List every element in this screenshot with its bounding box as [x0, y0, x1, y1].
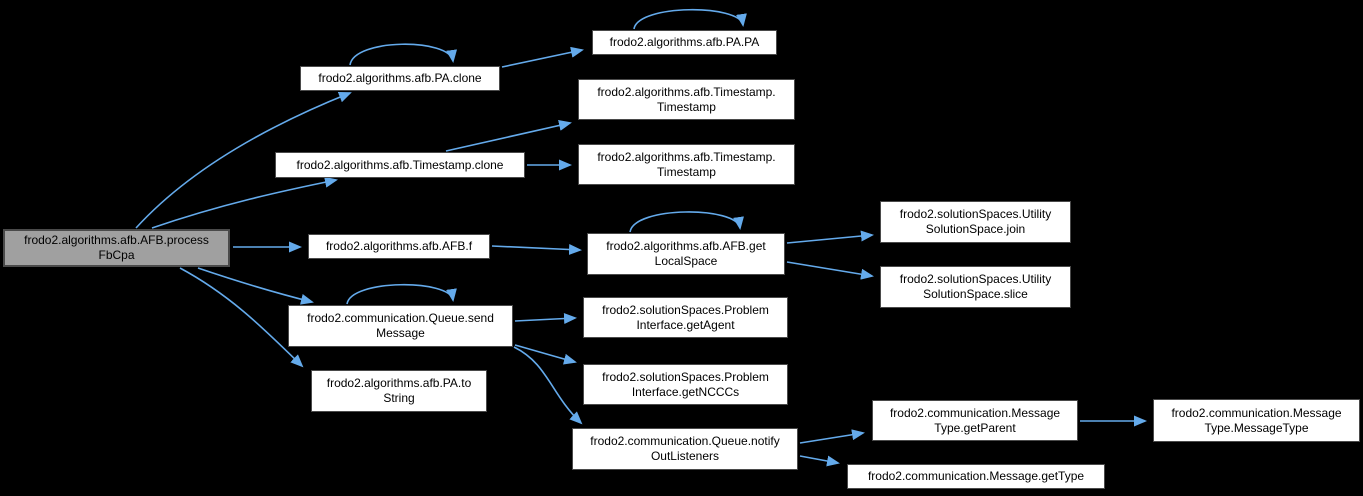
edge-getLocalSpace->join [786, 230, 874, 244]
node-label-line: frodo2.algorithms.afb.AFB.get [606, 239, 766, 253]
edge-processFbCpa->toString [179, 267, 304, 368]
node-label-line: frodo2.communication.Queue.send [307, 311, 494, 325]
node-label-line: frodo2.solutionSpaces.Utility [899, 272, 1052, 286]
node-label-line: OutListeners [650, 449, 720, 463]
node-label-line: Interface.getNCCCs [631, 384, 740, 399]
edge-notifyOutListeners->getParent [799, 429, 865, 444]
node-Timestamp2[interactable]: frodo2.algorithms.afb.Timestamp.Timestam… [578, 144, 795, 185]
node-label-line: Timestamp [657, 164, 716, 179]
edge-sendMessage->getNCCCs [514, 344, 577, 365]
node-label-line: frodo2.communication.Message.getType [867, 469, 1085, 483]
self-loop-PAclone [349, 43, 457, 66]
node-label-line: frodo2.algorithms.afb.AFB.process [24, 233, 209, 247]
edge-processFbCpa->TimestampClone [151, 176, 338, 229]
edge-notifyOutListeners->getType [799, 455, 840, 467]
node-label-line: SolutionSpace.slice [923, 287, 1028, 301]
node-label-line: frodo2.algorithms.afb.PA.PA [609, 35, 760, 49]
node-label-line: frodo2.solutionSpaces.Utility [899, 207, 1052, 221]
node-TimestampClone[interactable]: frodo2.algorithms.afb.Timestamp.clone [275, 152, 525, 178]
node-label-line: frodo2.algorithms.afb.PA.to [326, 376, 472, 390]
node-label-line: SolutionSpace.join [925, 222, 1026, 236]
node-PAclone[interactable]: frodo2.algorithms.afb.PA.clone [300, 66, 500, 91]
node-label-line: Timestamp [657, 99, 716, 114]
node-label-line: Type.getParent [934, 420, 1016, 435]
edge-processFbCpa->sendMessage [197, 267, 314, 305]
node-label-line: LocalSpace [654, 254, 718, 268]
self-loop-getLocalSpace [629, 211, 744, 233]
edge-sendMessage->getAgent [514, 313, 577, 325]
node-Timestamp1[interactable]: frodo2.algorithms.afb.Timestamp.Timestam… [578, 79, 795, 120]
edge-AFBf->getLocalSpace [491, 244, 582, 255]
node-label-line: frodo2.communication.Message [889, 405, 1061, 420]
node-label-line: frodo2.algorithms.afb.Timestamp. [597, 84, 776, 99]
edge-getLocalSpace->slice [786, 261, 874, 280]
node-label-line: frodo2.algorithms.afb.AFB.f [325, 239, 473, 253]
node-label-line: frodo2.algorithms.afb.PA.clone [318, 71, 482, 85]
node-PAPA[interactable]: frodo2.algorithms.afb.PA.PA [592, 30, 777, 55]
edge-PAclone->PAPA [501, 46, 584, 68]
node-label-line: frodo2.communication.Message [1171, 405, 1342, 420]
self-loop-PAPA [633, 8, 747, 30]
node-label-line: FbCpa [98, 248, 135, 262]
edge-TimestampClone->Timestamp1 [445, 120, 572, 152]
node-label-line: frodo2.algorithms.afb.Timestamp. [597, 149, 776, 164]
node-label-line: frodo2.solutionSpaces.Problem [602, 302, 769, 317]
node-label-line: frodo2.communication.Queue.notify [590, 434, 780, 448]
edge-sendMessage->notifyOutListeners [513, 346, 583, 425]
node-label-line: String [383, 391, 415, 405]
node-label-line: frodo2.algorithms.afb.Timestamp.clone [296, 157, 504, 172]
node-label-line: frodo2.solutionSpaces.Problem [602, 369, 769, 384]
node-getType[interactable]: frodo2.communication.Message.getType [847, 464, 1105, 489]
self-loop-sendMessage [346, 283, 457, 305]
node-label-line: Interface.getAgent [636, 317, 735, 332]
node-label-line: Type.MessageType [1204, 420, 1309, 435]
node-AFBf[interactable]: frodo2.algorithms.afb.AFB.f [308, 234, 490, 259]
node-label-line: Message [376, 326, 425, 340]
